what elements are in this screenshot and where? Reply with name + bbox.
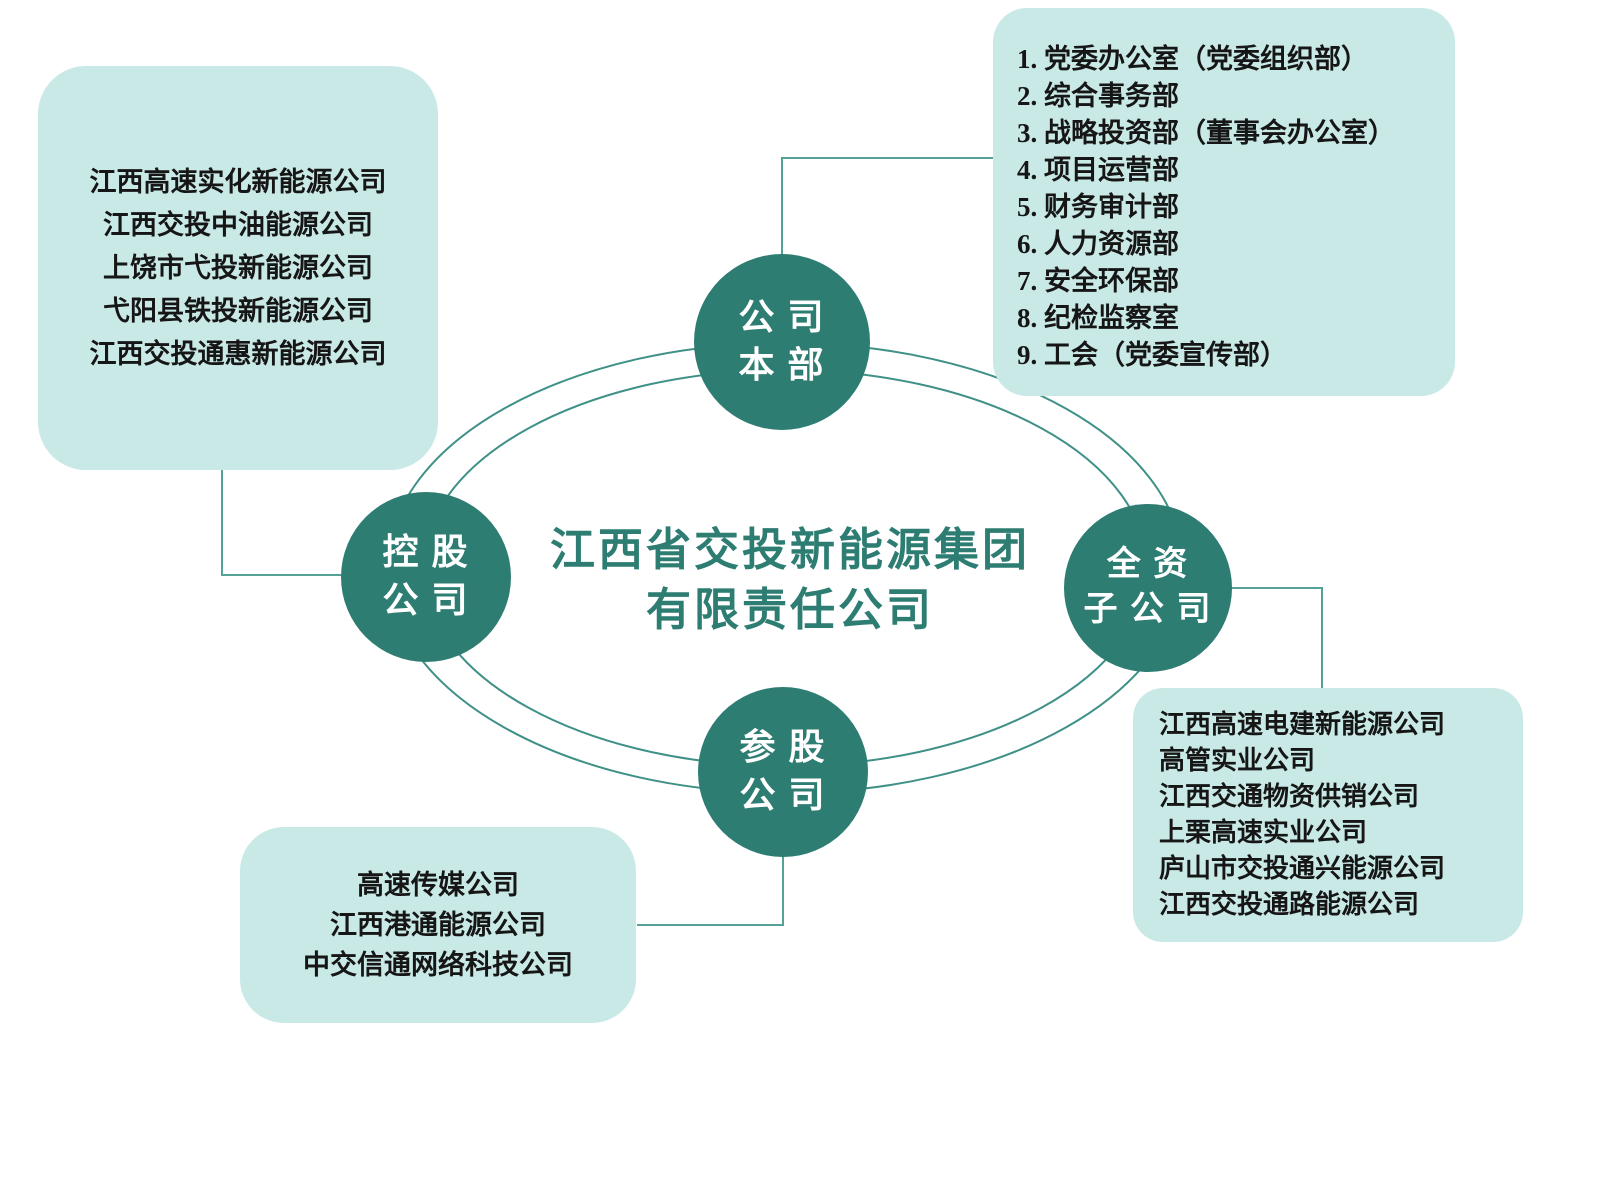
connector-headquarters-departments — [781, 157, 995, 262]
wholly-owned-companies-box: 江西高速电建新能源公司高管实业公司江西交通物资供销公司上栗高速实业公司庐山市交投… — [1133, 688, 1523, 942]
list-item: 高管实业公司 — [1159, 746, 1316, 775]
node-headquarters: 公 司 本 部 — [694, 254, 870, 430]
list-item: 江西港通能源公司 — [330, 910, 546, 940]
list-item: 上栗高速实业公司 — [1159, 818, 1368, 847]
departments-box: 1. 党委办公室（党委组织部） 2. 综合事务部 3. 战略投资部（董事会办公室） 4… — [993, 8, 1455, 396]
list-item: 江西交投通路能源公司 — [1159, 890, 1420, 919]
connector-holding-box — [221, 468, 345, 576]
list-item: 庐山市交投通兴能源公司 — [1159, 854, 1446, 883]
node-wholly-owned-line2: 子 公 司 — [1083, 591, 1213, 628]
center-title-line2: 有限责任公司 — [645, 585, 934, 635]
list-item: 中交信通网络科技公司 — [303, 950, 573, 980]
list-item: 江西交通物资供销公司 — [1159, 782, 1420, 811]
list-item: 江西高速电建新能源公司 — [1159, 710, 1446, 739]
list-item: 9. 工会（党委宣传部） — [1017, 339, 1287, 370]
node-equity-line2: 公 司 — [739, 775, 827, 815]
node-equity-line1: 参 股 — [739, 727, 827, 768]
list-item: 上饶市弋投新能源公司 — [103, 252, 373, 283]
equity-companies-box: 高速传媒公司江西港通能源公司中交信通网络科技公司 — [240, 827, 636, 1023]
list-item: 江西交投通惠新能源公司 — [89, 338, 387, 369]
center-title-line1: 江西省交投新能源集团 — [549, 525, 1030, 575]
list-item: 3. 战略投资部（董事会办公室） — [1017, 117, 1395, 148]
list-item: 8. 纪检监察室 — [1017, 302, 1179, 333]
holding-companies-box: 江西高速实化新能源公司江西交投中油能源公司上饶市弋投新能源公司弋阳县铁投新能源公… — [38, 66, 438, 470]
node-wholly-owned-subsidiaries: 全 资 子 公 司 — [1064, 504, 1232, 672]
connector-equity-box — [637, 855, 784, 926]
node-holding-line1: 控 股 — [382, 532, 470, 573]
list-item: 2. 综合事务部 — [1017, 80, 1179, 111]
list-item: 5. 财务审计部 — [1017, 191, 1179, 222]
node-headquarters-line2: 本 部 — [738, 345, 826, 385]
node-wholly-owned-line1: 全 资 — [1106, 546, 1190, 584]
list-item: 7. 安全环保部 — [1017, 265, 1179, 296]
list-item: 江西交投中油能源公司 — [103, 209, 373, 240]
node-holding-companies: 控 股 公 司 — [341, 492, 511, 662]
node-headquarters-line1: 公 司 — [738, 297, 826, 338]
list-item: 6. 人力资源部 — [1017, 228, 1179, 259]
list-item: 江西高速实化新能源公司 — [89, 166, 387, 197]
node-holding-line2: 公 司 — [382, 580, 470, 620]
list-item: 高速传媒公司 — [357, 870, 519, 900]
list-item: 4. 项目运营部 — [1017, 154, 1179, 185]
center-title: 江西省交投新能源集团 有限责任公司 — [515, 520, 1065, 640]
list-item: 1. 党委办公室（党委组织部） — [1017, 43, 1368, 74]
connector-wholly-owned-box — [1228, 587, 1323, 690]
list-item: 弋阳县铁投新能源公司 — [103, 295, 373, 326]
node-equity-companies: 参 股 公 司 — [698, 687, 868, 857]
